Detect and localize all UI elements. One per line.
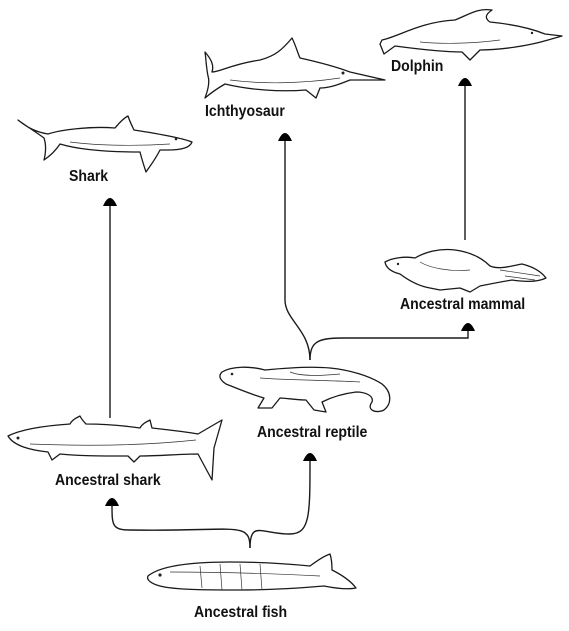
arrowhead-ancestral-mammal [461, 323, 475, 331]
label-ichthyosaur: Ichthyosaur [205, 103, 285, 120]
arrowhead-ancestral-shark [105, 498, 119, 506]
ancestral-fish-illustration [146, 553, 357, 591]
shark-illustration [17, 115, 193, 173]
dolphin-illustration [379, 8, 563, 61]
label-ancestral-reptile: Ancestral reptile [257, 424, 368, 441]
ichthyosaur-illustration [204, 37, 386, 99]
connector-fish-to-reptile [249, 459, 311, 549]
arrowhead-dolphin [458, 78, 472, 86]
connector-reptile-to-ichthyosaur [284, 140, 311, 361]
ancestral-reptile-illustration [219, 366, 391, 413]
connector-fish-to-shark [111, 504, 251, 549]
label-ancestral-shark: Ancestral shark [55, 472, 161, 489]
connectors [109, 85, 469, 549]
connector-reptile-to-mammal [309, 330, 469, 361]
label-ancestral-fish: Ancestral fish [194, 604, 288, 621]
label-shark: Shark [69, 168, 109, 185]
label-dolphin: Dolphin [391, 58, 444, 75]
arrowhead-ichthyosaur [278, 133, 292, 141]
arrowhead-ancestral-reptile [303, 453, 317, 461]
ancestral-mammal-illustration [384, 248, 547, 293]
arrowhead-shark [103, 198, 117, 206]
ancestral-shark-illustration [7, 415, 223, 481]
label-ancestral-mammal: Ancestral mammal [400, 296, 526, 313]
arrowheads [103, 78, 475, 506]
